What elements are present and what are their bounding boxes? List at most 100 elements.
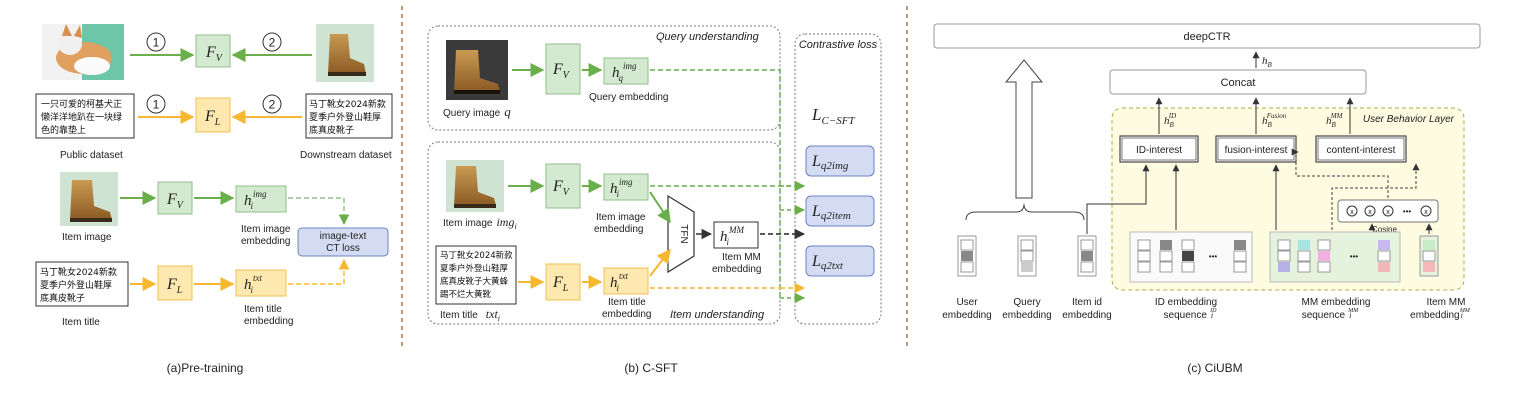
cosine-label: Cosine <box>1372 225 1397 234</box>
step-1-icon <box>146 94 166 114</box>
h-img-to-tfn <box>649 191 671 224</box>
fv-label: FV <box>205 44 224 64</box>
contrastive-loss-frame <box>794 33 882 325</box>
mm-seq-ellipsis: ••• <box>1350 252 1359 261</box>
tfn-block <box>667 194 695 274</box>
step-2-icon <box>262 32 282 52</box>
h-img-box-b <box>603 173 649 201</box>
item-title-text: 马丁靴女2024新款夏季户外登山鞋厚底真皮靴子 <box>40 266 117 304</box>
item-title-text-b: 马丁靴女2024新款夏季户外登山鞋厚底真皮靴子大黄蜂踢不烂大黄靴 <box>440 250 513 300</box>
l-q2img-label: Lq2img <box>811 153 849 172</box>
step-2-icon <box>262 94 282 114</box>
leather-boot-photo <box>316 24 374 82</box>
caption-b: (b) C-SFT <box>624 361 678 375</box>
item-title-label: Item title <box>62 317 100 328</box>
tfn-label: TFN <box>678 224 689 243</box>
l-q2img-box <box>805 145 875 177</box>
ct-loss-box <box>297 227 389 257</box>
item-image-photo <box>60 172 118 226</box>
fv-encoder-box <box>545 43 581 95</box>
arrow-txt-to-loss <box>288 258 350 285</box>
h-b-label: hB <box>1262 55 1273 69</box>
fv-encoder-box <box>195 34 231 68</box>
hb-id-label: hBID <box>1164 112 1176 129</box>
fl-encoder-box <box>195 97 231 133</box>
downstream-text-box <box>305 93 393 139</box>
svg-text:x: x <box>1350 209 1354 216</box>
mm-seq-vectors <box>1277 239 1391 273</box>
downstream-dataset-label: Downstream dataset <box>300 150 392 161</box>
fv-label: FV <box>552 178 571 198</box>
user-behavior-layer-title: User Behavior Layer <box>1363 114 1455 125</box>
fl-encoder-box <box>157 265 193 301</box>
fl-label: FL <box>204 108 221 128</box>
caption-a: (a)Pre-training <box>167 361 244 375</box>
h-img-label: hiimg <box>244 189 267 211</box>
mm-seq-to-content <box>1331 163 1420 240</box>
fl-encoder-box <box>545 263 581 301</box>
query-understanding-title: Query understanding <box>656 31 760 43</box>
id-interest-box <box>1119 135 1199 163</box>
hb-fusion-label: hBFusion <box>1262 112 1287 129</box>
id-seq-ellipsis: ••• <box>1209 252 1218 261</box>
step-1-label: 1 <box>153 36 160 50</box>
deepctr-box <box>933 23 1481 49</box>
l-csft-label: LC−SFT <box>811 105 855 127</box>
item-boot-photo <box>446 160 504 212</box>
query-dashed-trunk <box>650 69 781 298</box>
l-q2txt-label: Lq2txt <box>811 253 844 272</box>
public-text-box <box>35 93 135 139</box>
step-2-label: 2 <box>269 98 276 112</box>
step-2-label: 2 <box>269 36 276 50</box>
l-q2item-label: Lq2item <box>811 203 851 222</box>
caption-c: (c) CiUBM <box>1187 361 1242 375</box>
h-img-label-b: hiimg <box>610 177 633 199</box>
panel-c: deepCTR Concat hB User Behavior Layer ID… <box>933 23 1481 375</box>
l-q2txt-box <box>805 245 875 277</box>
grouping-brace <box>965 203 1085 221</box>
id-seq-vectors <box>1137 239 1247 273</box>
content-interest-label: content-interest <box>1327 145 1396 156</box>
svg-text:x: x <box>1368 209 1372 216</box>
concat-box <box>1109 69 1367 95</box>
query-embedding-caption: Query embedding <box>589 92 669 103</box>
corgi-puppy-photo <box>42 24 124 80</box>
step-1-icon <box>146 32 166 52</box>
arrow-img-to-loss <box>288 197 350 226</box>
query-boot-photo <box>446 40 508 100</box>
item-title-box <box>35 261 129 307</box>
fl-label: FL <box>552 274 569 294</box>
h-txt-label: hitxt <box>244 273 263 295</box>
fl-label: FL <box>166 276 183 296</box>
h-txt-box-b <box>603 267 649 295</box>
id-interest-label: ID-interest <box>1136 145 1182 156</box>
step-1-label: 1 <box>153 98 160 112</box>
hb-mm-label: hBMM <box>1326 112 1344 129</box>
h-mm-label: hiMM <box>720 225 745 247</box>
item-id-to-id-interest <box>1086 164 1150 234</box>
panel-a: 1 2 FV 一只可爱的柯基犬正懒洋洋地趴在一块绿色的靠垫上 马丁靴女2024新… <box>35 24 393 375</box>
public-dataset-label: Public dataset <box>60 150 123 161</box>
fv-encoder-box <box>157 181 193 215</box>
cosine-ops: x x x x <box>1346 205 1432 217</box>
l-q2item-box <box>805 195 875 227</box>
item-title-box-b <box>435 245 517 305</box>
content-interest-box <box>1315 135 1407 163</box>
h-txt-label-b: hitxt <box>610 271 629 293</box>
panel-b: Query understanding Item understanding C… <box>427 25 882 375</box>
item-image-label: Item image <box>62 232 112 243</box>
item-understanding-title: Item understanding <box>670 309 765 321</box>
h-mm-box <box>713 221 759 249</box>
h-q-box <box>603 57 649 85</box>
fv-label: FV <box>552 61 571 81</box>
